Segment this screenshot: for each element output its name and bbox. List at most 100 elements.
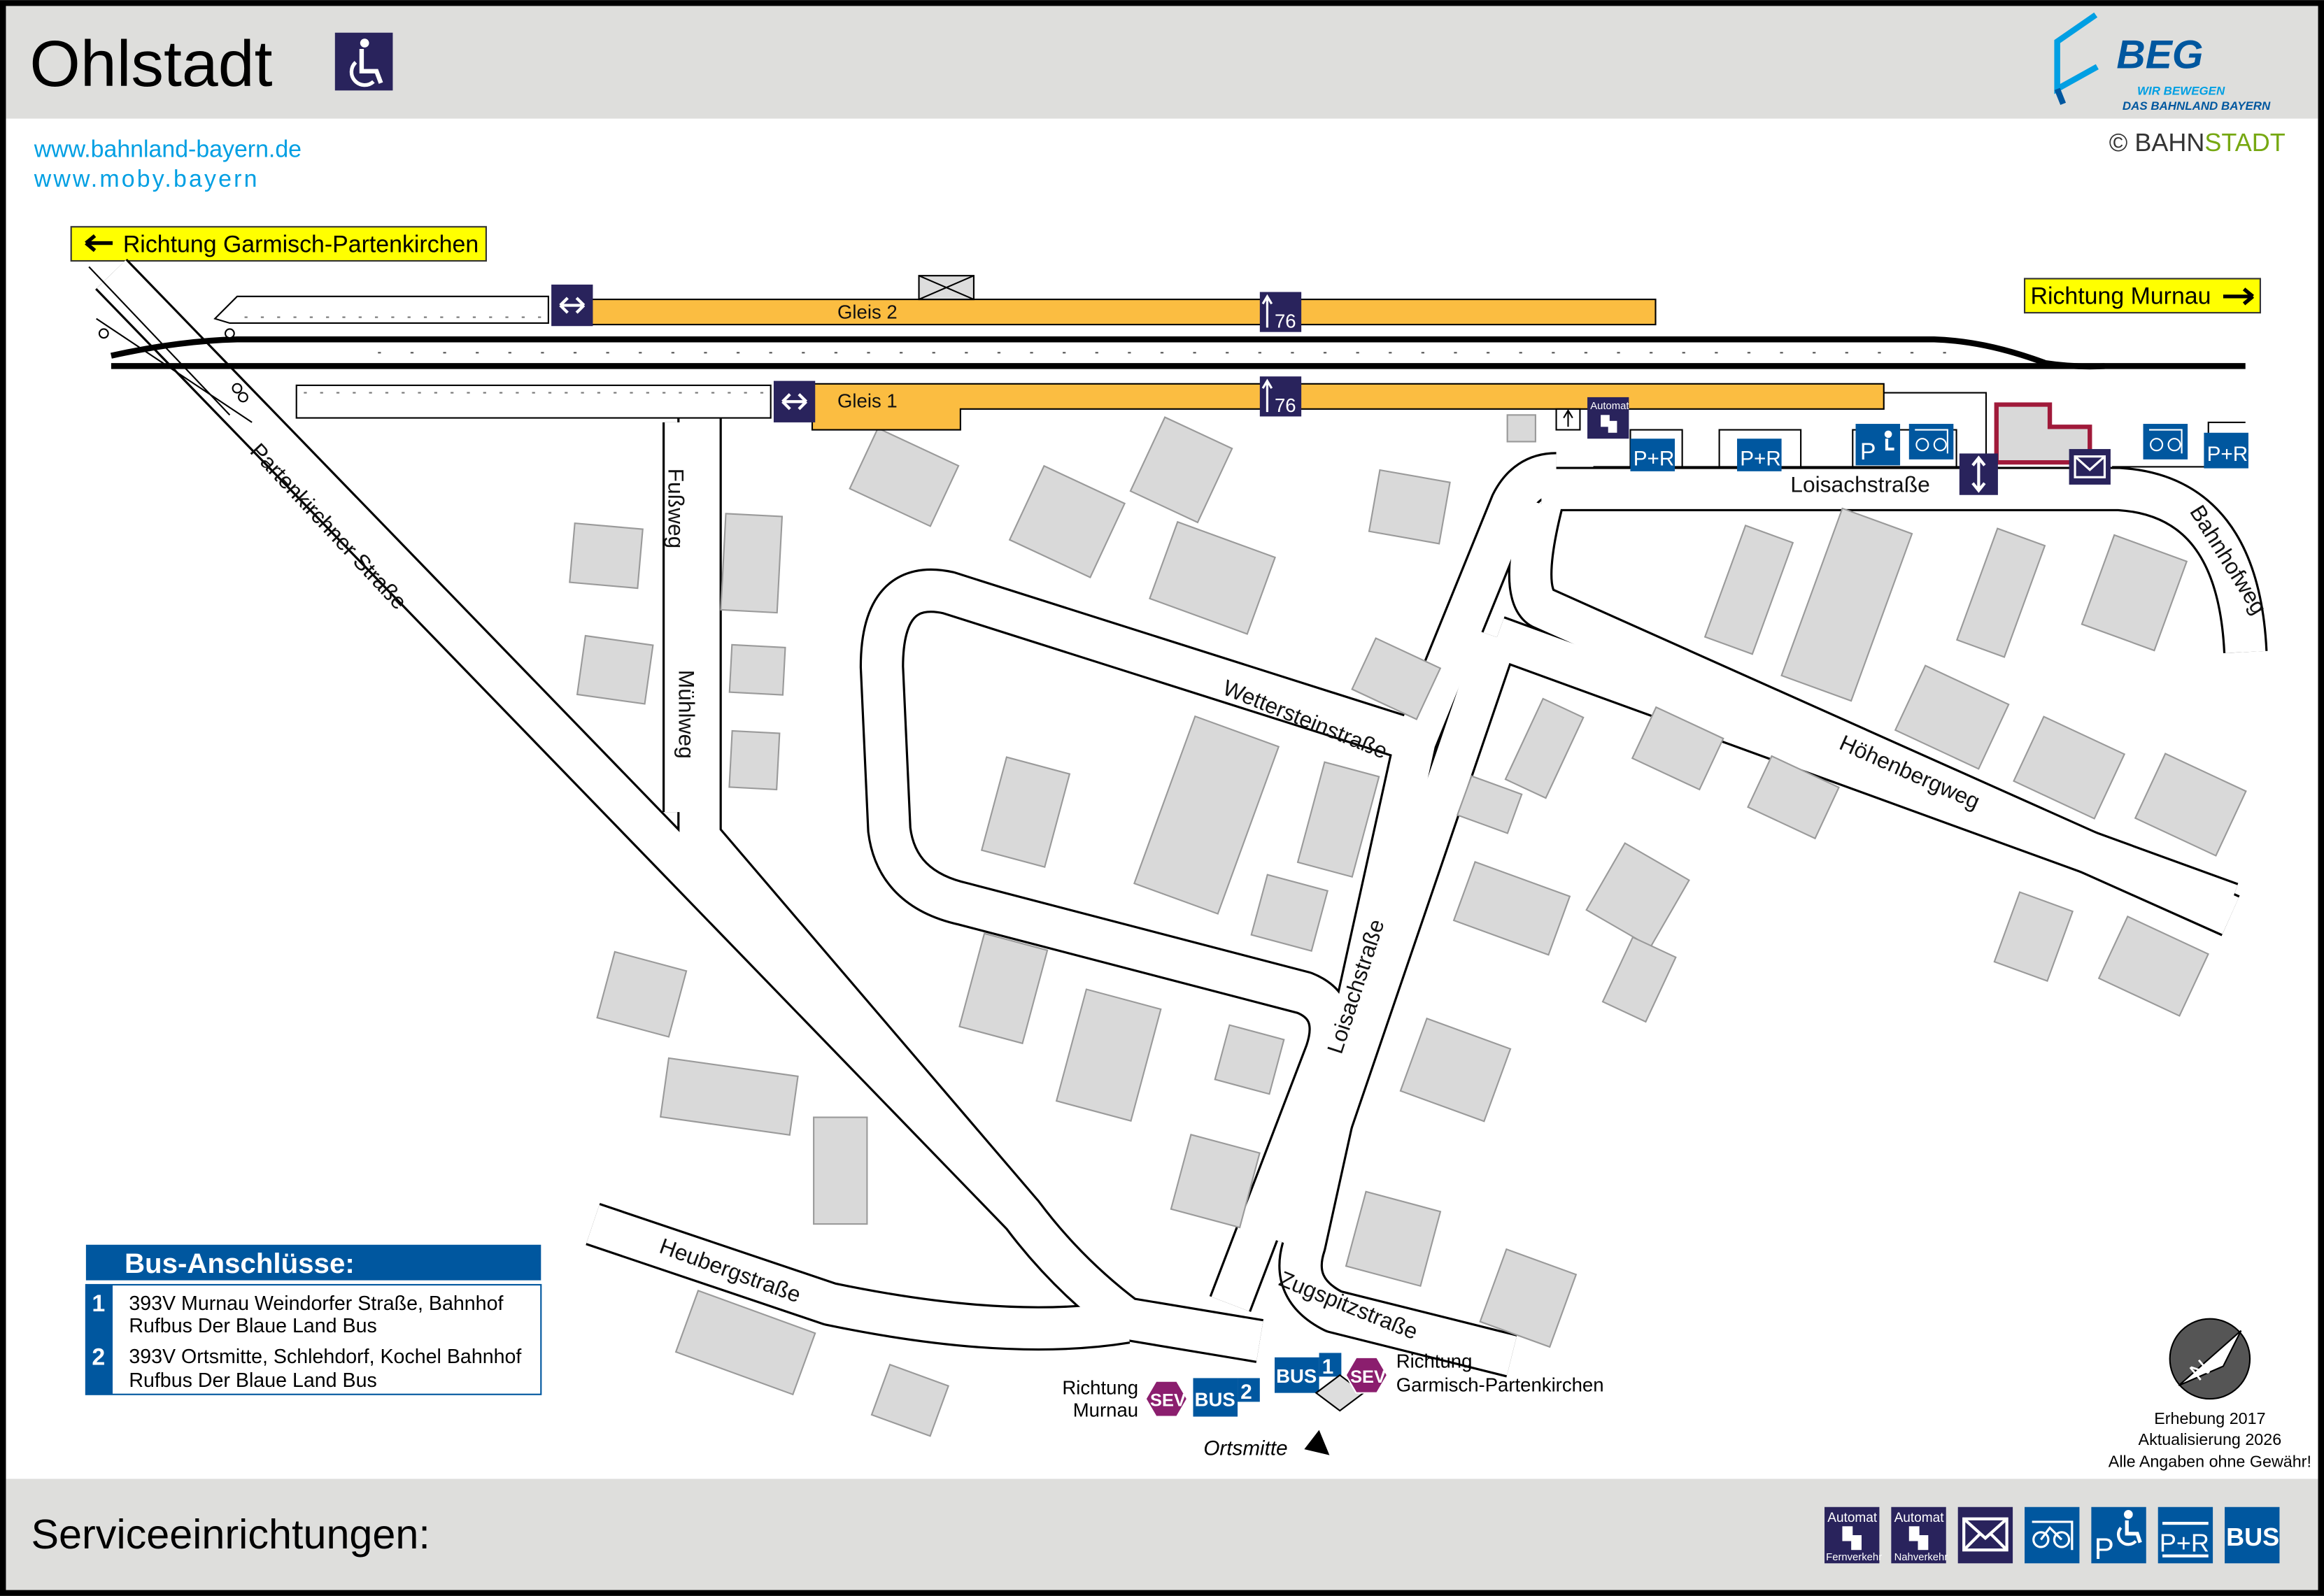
- building: [1008, 464, 1126, 578]
- svg-text:Rufbus Der Blaue Land Bus: Rufbus Der Blaue Land Bus: [129, 1369, 376, 1392]
- building: [1133, 715, 1280, 915]
- building: [674, 1290, 816, 1396]
- building: [576, 634, 654, 705]
- svg-text:Richtung: Richtung: [1062, 1377, 1138, 1399]
- bike-parking-sign[interactable]: [1908, 424, 1954, 459]
- svg-text:Richtung: Richtung: [1396, 1351, 1473, 1372]
- survey-date: Erhebung 2017: [2154, 1409, 2265, 1427]
- building: [1456, 775, 1523, 834]
- building: [728, 643, 786, 696]
- building: [2134, 753, 2247, 857]
- direction-sign-garmisch: Richtung Garmisch-Partenkirchen: [70, 226, 487, 262]
- building: [1479, 1248, 1578, 1348]
- street-label-muehlweg: Mühlweg: [674, 670, 699, 759]
- building: [659, 1057, 799, 1137]
- building: [813, 1116, 868, 1225]
- svg-text:76: 76: [1275, 394, 1296, 416]
- building: [1452, 861, 1571, 956]
- svg-text:Bus-Anschlüsse:: Bus-Anschlüsse:: [125, 1248, 355, 1279]
- building: [1351, 637, 1442, 720]
- station-title: Ohlstadt: [29, 27, 272, 100]
- disclaimer: Alle Angaben ohne Gewähr!: [2109, 1453, 2311, 1471]
- svg-text:BUS: BUS: [2226, 1523, 2279, 1551]
- building: [728, 729, 781, 791]
- roads: [95, 258, 2268, 1378]
- railway-tracks: [88, 266, 2246, 423]
- building: [2081, 534, 2188, 652]
- platform-height-gleis-1: 76: [1259, 376, 1302, 417]
- bus-stop-2-murnau[interactable]: Richtung Murnau SEV BUS 2: [1062, 1377, 1260, 1421]
- building: [2097, 915, 2209, 1017]
- building: [1601, 936, 1677, 1023]
- building: [1894, 664, 2010, 770]
- svg-text:Ortsmitte: Ortsmitte: [1203, 1437, 1287, 1460]
- street-label-fussweg: Fußweg: [663, 469, 688, 549]
- building: [1631, 706, 1724, 791]
- platform-access-gleis-2[interactable]: [551, 284, 593, 327]
- svg-text:Automat: Automat: [1894, 1511, 1945, 1525]
- svg-text:DAS BAHNLAND BAYERN: DAS BAHNLAND BAYERN: [2123, 99, 2271, 113]
- building: [1955, 527, 2046, 658]
- link-bahnland-bayern[interactable]: www.bahnland-bayern.de: [34, 136, 302, 163]
- svg-text:P: P: [1860, 439, 1876, 465]
- footer-title: Serviceeinrichtungen:: [31, 1511, 430, 1558]
- ticket-machine-platform[interactable]: Automat: [1587, 397, 1629, 439]
- building: [2013, 715, 2126, 820]
- arrow-left-icon: [85, 234, 113, 252]
- svg-text:Fernverkehr: Fernverkehr: [1826, 1552, 1882, 1563]
- svg-text:2: 2: [1240, 1381, 1252, 1404]
- building: [1399, 1017, 1512, 1123]
- park-and-ride-3[interactable]: P+R: [2204, 432, 2248, 469]
- park-and-ride-2[interactable]: P+R: [1737, 439, 1782, 471]
- svg-text:1: 1: [1322, 1355, 1334, 1378]
- building: [1055, 988, 1162, 1122]
- svg-text:P+R: P+R: [2160, 1528, 2209, 1557]
- ortsmitte-direction: Ortsmitte: [1203, 1430, 1330, 1460]
- access-elevator-icon[interactable]: [1959, 453, 1998, 495]
- platform-height-gleis-2: 76: [1259, 292, 1302, 332]
- bahnstadt-copyright: © BAHNSTADT: [2109, 128, 2286, 157]
- underpass-icon: [918, 275, 975, 301]
- wheelchair-accessible-icon: [334, 32, 393, 91]
- building: [1170, 1133, 1261, 1229]
- update-date: Aktualisierung 2026: [2139, 1430, 2282, 1448]
- svg-text:BEG: BEG: [2116, 33, 2203, 78]
- svg-text:Garmisch-Partenkirchen: Garmisch-Partenkirchen: [1396, 1374, 1604, 1396]
- double-arrow-icon: [781, 393, 808, 411]
- building: [1780, 507, 1913, 702]
- building: [1368, 469, 1451, 545]
- svg-text:SEV: SEV: [1350, 1367, 1386, 1387]
- svg-text:© BAHNSTADT: © BAHNSTADT: [2109, 128, 2286, 157]
- bus-stop-1-garmisch[interactable]: BUS 1 SEV Richtung Garmisch-Partenkirche…: [1275, 1351, 1604, 1412]
- svg-text:Gleis 1: Gleis 1: [837, 390, 898, 412]
- svg-text:P+R: P+R: [1634, 447, 1675, 470]
- link-moby-bayern[interactable]: www.moby.bayern: [34, 166, 260, 192]
- beg-logo: BEG WIR BEWEGEN DAS BAHNLAND BAYERN: [2054, 12, 2271, 113]
- svg-text:Gleis 2: Gleis 2: [837, 301, 898, 323]
- building: [1214, 1024, 1285, 1095]
- building: [720, 513, 784, 614]
- mailbox-footer-icon: [1957, 1506, 2013, 1564]
- building: [569, 522, 644, 590]
- svg-text:393V Ortsmitte, Schlehdorf, Ko: 393V Ortsmitte, Schlehdorf, Kochel Bahnh…: [129, 1346, 521, 1368]
- building: [1250, 874, 1328, 952]
- svg-text:Richtung Garmisch-Partenkirche: Richtung Garmisch-Partenkirchen: [123, 231, 479, 257]
- disabled-parking-footer-icon: P: [2091, 1506, 2146, 1565]
- disabled-parking-sign[interactable]: P: [1855, 424, 1901, 466]
- svg-text:P+R: P+R: [1740, 447, 1781, 470]
- park-and-ride-1[interactable]: P+R: [1630, 439, 1675, 471]
- bike-parking-sign-2[interactable]: [2143, 424, 2188, 459]
- platform-gleis-1: Gleis 1: [295, 383, 1988, 459]
- building: [596, 950, 688, 1038]
- platform-access-gleis-1[interactable]: [773, 380, 816, 422]
- park-and-ride-footer-icon: P+R: [2158, 1506, 2213, 1564]
- double-arrow-icon: [559, 297, 586, 314]
- building: [1345, 1190, 1442, 1288]
- mailbox-icon[interactable]: [2069, 449, 2111, 485]
- building: [1149, 520, 1276, 635]
- svg-text:Automat: Automat: [1590, 401, 1629, 412]
- building: [870, 1363, 950, 1437]
- svg-text:Rufbus Der Blaue Land Bus: Rufbus Der Blaue Land Bus: [129, 1315, 376, 1337]
- svg-text:WIR BEWEGEN: WIR BEWEGEN: [2137, 85, 2225, 98]
